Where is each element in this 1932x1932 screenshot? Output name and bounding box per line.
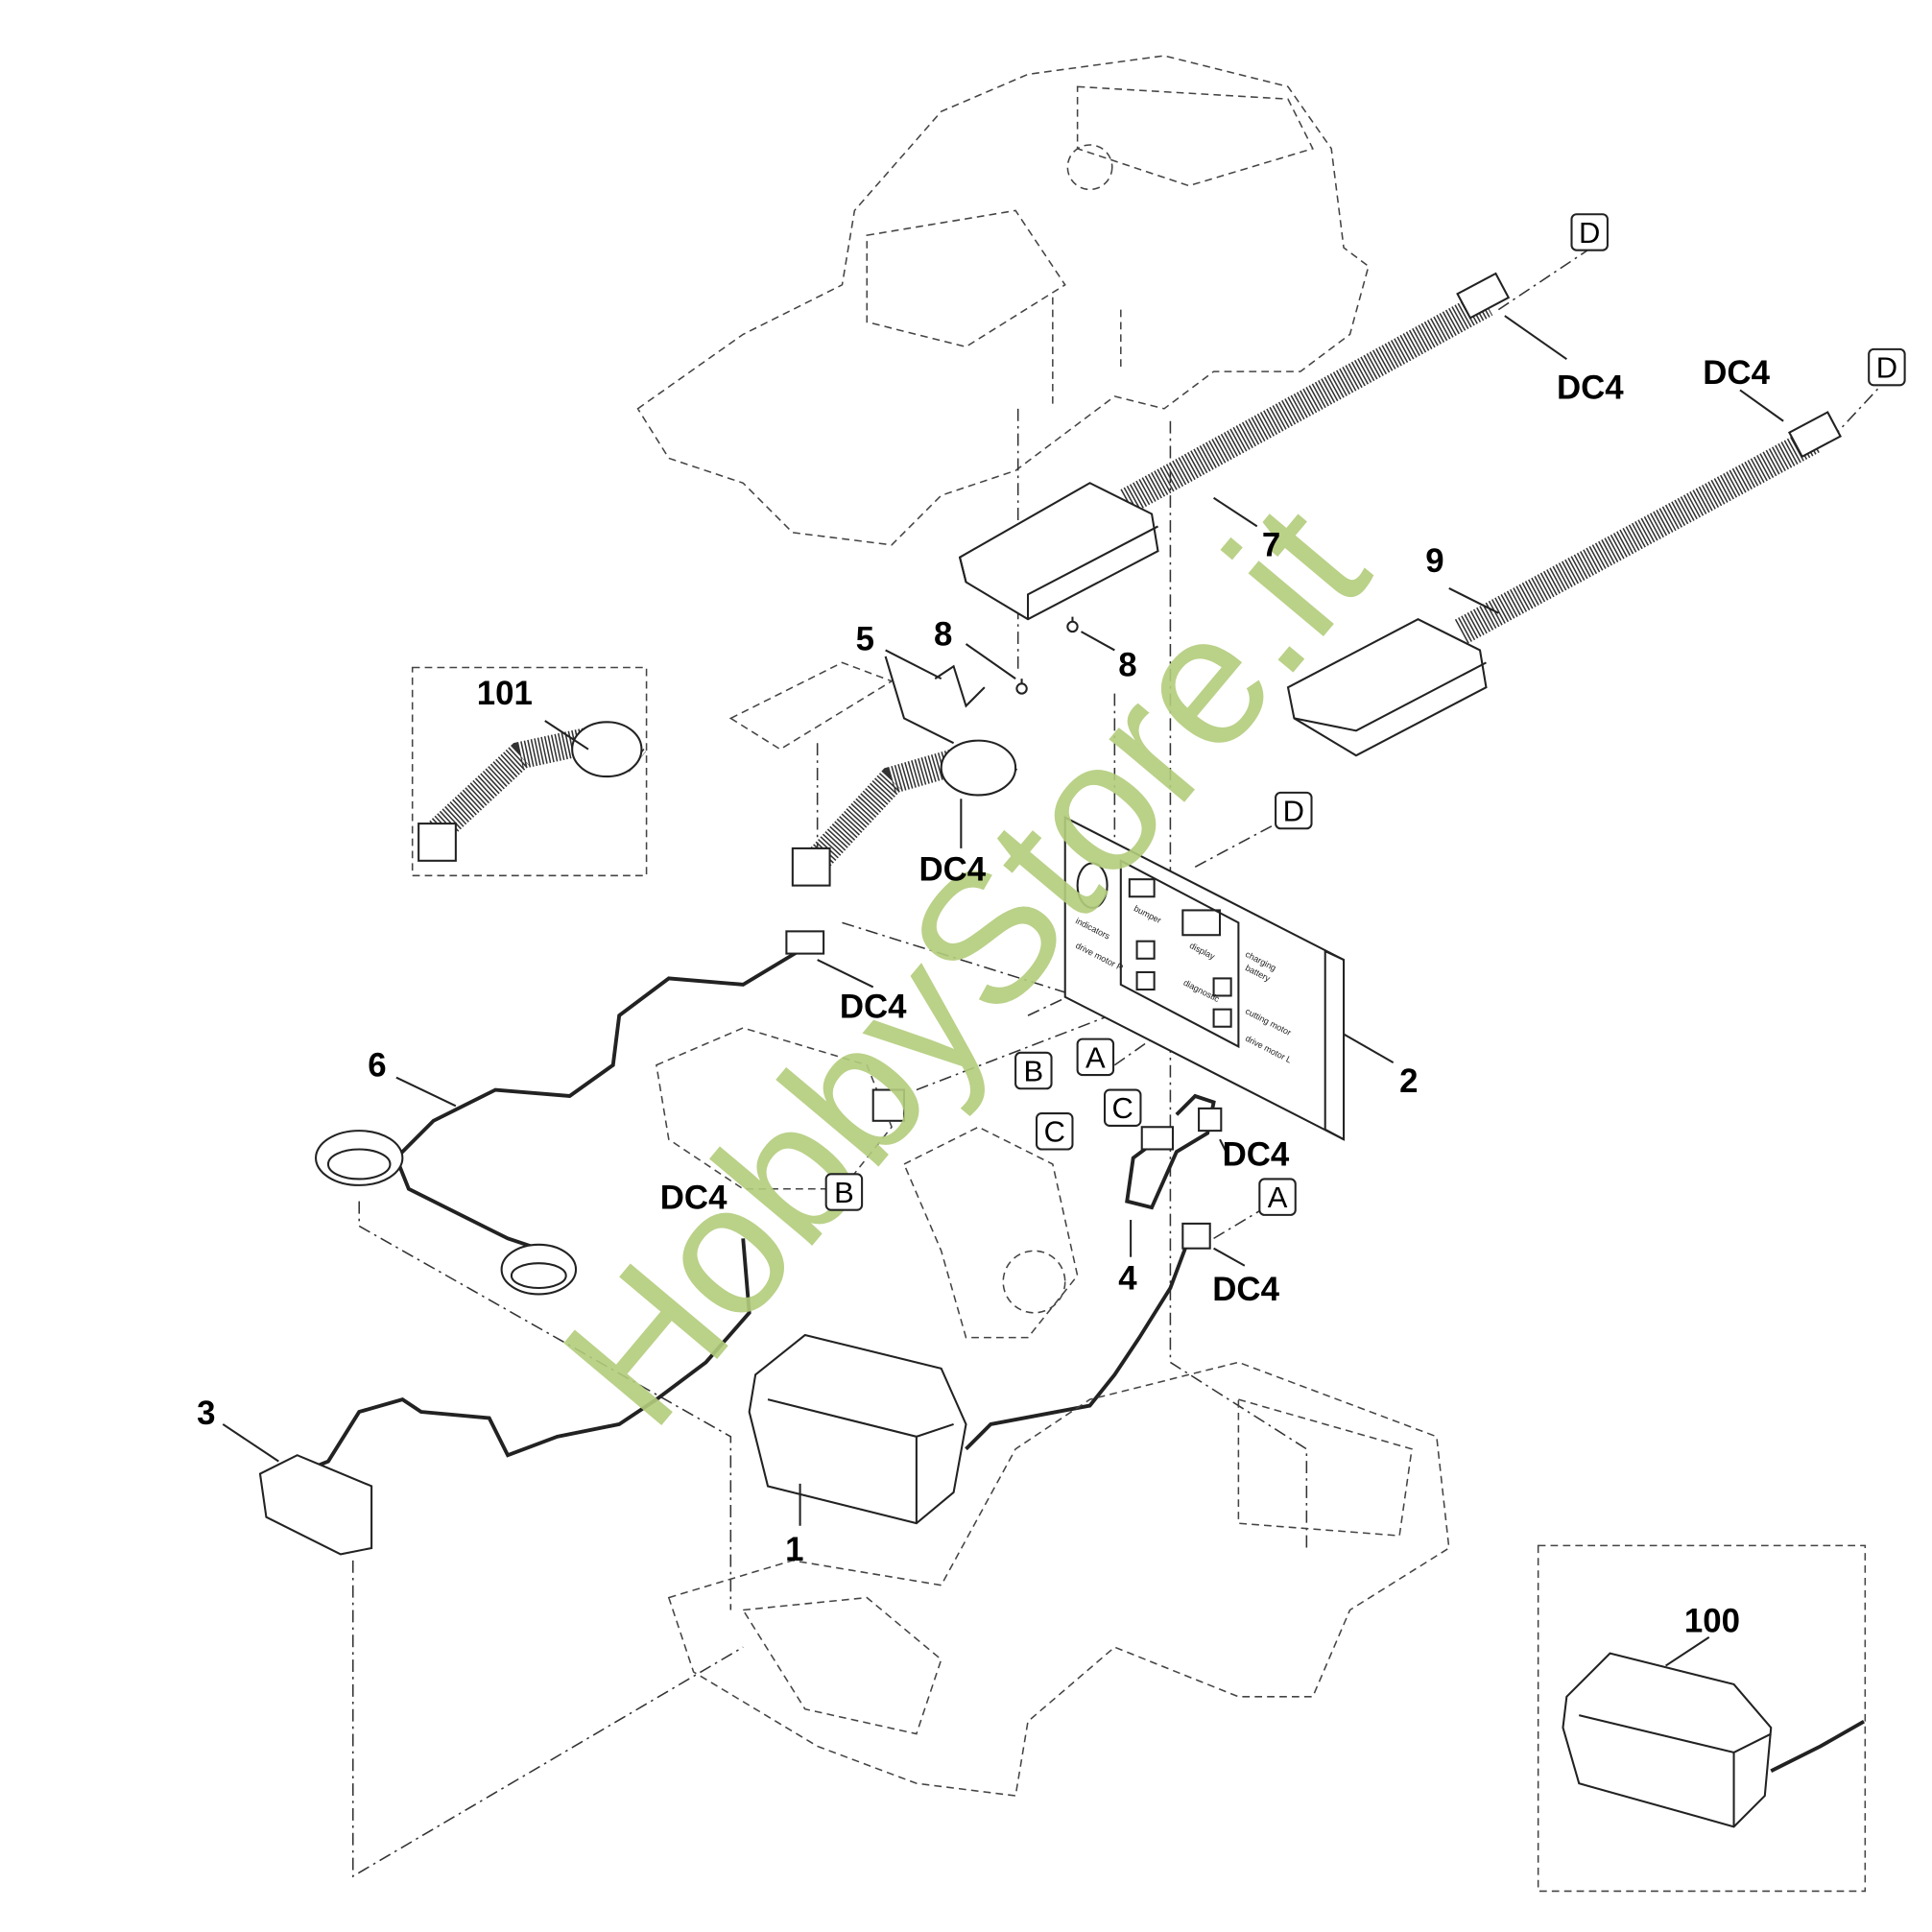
callout-6: 6 bbox=[368, 1046, 386, 1084]
svg-text:C: C bbox=[1112, 1091, 1133, 1125]
svg-text:A: A bbox=[1268, 1181, 1288, 1214]
callout-9: 9 bbox=[1425, 542, 1443, 580]
svg-text:D: D bbox=[1876, 351, 1897, 385]
battery-100 bbox=[1562, 1652, 1865, 1828]
bottom-chassis bbox=[667, 1361, 1450, 1797]
callout-8b: 8 bbox=[1118, 647, 1136, 684]
callout-100: 100 bbox=[1684, 1603, 1740, 1640]
bumper-sensor-3 bbox=[258, 1238, 751, 1556]
callout-3: 3 bbox=[197, 1395, 215, 1432]
ref-box-b: B bbox=[824, 1173, 864, 1211]
callout-4: 4 bbox=[1118, 1259, 1137, 1297]
svg-text:A: A bbox=[1085, 1040, 1106, 1074]
svg-text:D: D bbox=[1283, 795, 1304, 828]
dc4-label: DC4 bbox=[1212, 1271, 1279, 1308]
guide-lines bbox=[351, 247, 1883, 1878]
callout-8a: 8 bbox=[934, 615, 952, 653]
svg-text:B: B bbox=[834, 1176, 854, 1209]
control-module-9 bbox=[1286, 411, 1842, 757]
dc4-label: DC4 bbox=[660, 1179, 727, 1216]
callout-2: 2 bbox=[1399, 1062, 1418, 1100]
ref-box-b: B bbox=[1014, 1051, 1053, 1090]
svg-text:B: B bbox=[1023, 1055, 1043, 1088]
svg-text:C: C bbox=[1044, 1115, 1065, 1149]
label-plate bbox=[728, 661, 894, 751]
callout-7: 7 bbox=[1262, 526, 1280, 563]
wire-harness-6 bbox=[315, 930, 825, 1296]
callout-101: 101 bbox=[477, 675, 533, 712]
dc4-label: DC4 bbox=[918, 850, 986, 888]
ref-box-c: C bbox=[1036, 1112, 1074, 1151]
main-circuit-board-2: bumper indicators drive motor R display … bbox=[1063, 815, 1346, 1141]
ref-box-d: D bbox=[1275, 791, 1313, 830]
connector-labels: DC4 DC4 DC4 DC4 DC4 DC4 DC4 bbox=[660, 354, 1771, 1308]
dc4-label: DC4 bbox=[1223, 1135, 1290, 1173]
screws-8 bbox=[934, 616, 1079, 708]
ref-box-a: A bbox=[1076, 1038, 1115, 1077]
svg-text:D: D bbox=[1579, 216, 1600, 250]
dc4-label: DC4 bbox=[1703, 354, 1770, 392]
battery-1 bbox=[748, 1222, 1211, 1525]
callout-1: 1 bbox=[785, 1531, 803, 1568]
leader-lines bbox=[222, 315, 1784, 1667]
control-module-7 bbox=[958, 272, 1511, 621]
ref-box-c: C bbox=[1103, 1088, 1142, 1127]
dc4-label: DC4 bbox=[840, 989, 907, 1026]
callouts: 1 2 3 4 5 6 7 8 8 9 100 101 bbox=[197, 526, 1740, 1639]
reference-boxes: D D D A A B B C C bbox=[824, 213, 1906, 1216]
kit-101-box bbox=[411, 666, 648, 877]
display-harness-5 bbox=[791, 739, 1018, 887]
ref-box-d: D bbox=[1570, 213, 1609, 251]
kit-100-box bbox=[1537, 1544, 1867, 1893]
dc4-label: DC4 bbox=[1557, 370, 1624, 407]
ref-box-a: A bbox=[1258, 1178, 1297, 1216]
jumper-cable-4 bbox=[1125, 1093, 1223, 1210]
ref-box-d: D bbox=[1868, 347, 1906, 387]
callout-5: 5 bbox=[856, 620, 874, 657]
top-housing bbox=[636, 55, 1370, 546]
cutting-motor bbox=[902, 1126, 1079, 1339]
display-harness-101 bbox=[417, 721, 647, 862]
drive-motor bbox=[656, 1027, 906, 1190]
